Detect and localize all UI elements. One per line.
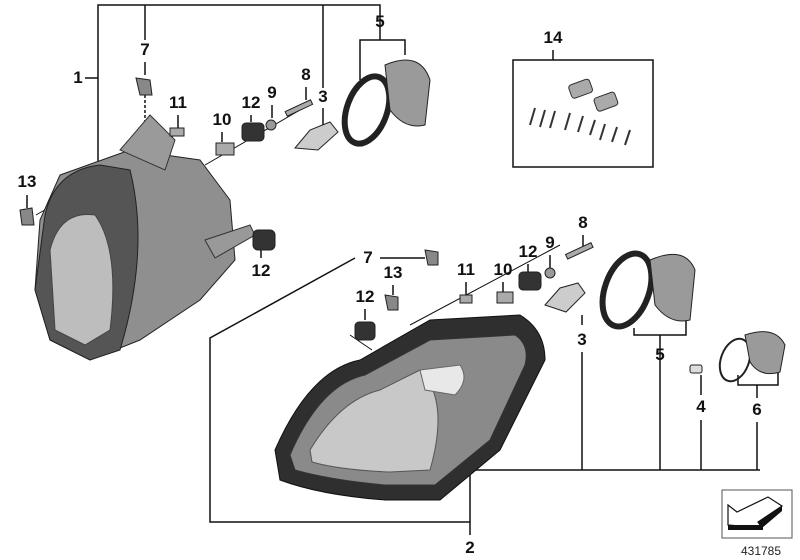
callout-13: 13 (383, 263, 403, 282)
diagram-number: 431785 (740, 544, 782, 558)
callout-1: 1 (73, 68, 83, 87)
callout-13: 13 (17, 172, 37, 191)
callout-6: 6 (752, 400, 762, 419)
left-small-parts (19, 59, 431, 251)
callout-7: 7 (140, 40, 150, 59)
callout-14: 14 (543, 28, 563, 47)
callout-8: 8 (578, 213, 588, 232)
callout-11: 11 (169, 93, 187, 112)
right-small-parts (354, 242, 786, 383)
kit-14-contents (529, 78, 631, 146)
callout-5: 5 (655, 345, 665, 364)
callout-7: 7 (363, 248, 373, 267)
callout-12: 12 (251, 261, 271, 280)
callout-3: 3 (318, 87, 328, 106)
callout-12: 12 (355, 287, 375, 306)
callout-5: 5 (375, 12, 385, 31)
callout-12: 12 (241, 93, 261, 112)
right-headlight-housing (274, 314, 546, 501)
callout-4: 4 (696, 397, 706, 416)
callout-10: 10 (493, 260, 513, 279)
callout-11: 11 (457, 260, 475, 279)
callout-9: 9 (267, 83, 277, 102)
callout-3: 3 (577, 330, 587, 349)
callout-2: 2 (465, 538, 475, 557)
direction-arrow-icon (721, 489, 793, 539)
callout-10: 10 (212, 110, 232, 129)
callout-8: 8 (301, 65, 311, 84)
callout-12: 12 (518, 242, 538, 261)
callout-9: 9 (545, 233, 555, 252)
left-headlight-housing (34, 114, 256, 361)
